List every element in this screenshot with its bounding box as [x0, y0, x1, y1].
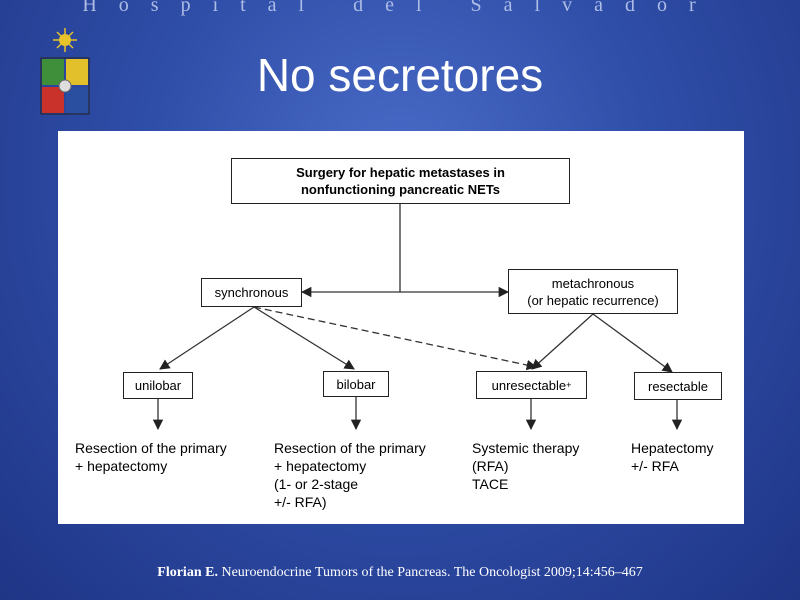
reference-text: Neuroendocrine Tumors of the Pancreas. T… [221, 565, 643, 580]
outcome-bilobar-line2: + hepatectomy [274, 458, 367, 474]
unresectable-node: unresectable+ [476, 371, 587, 399]
diagram-panel: Surgery for hepatic metastases in nonfun… [58, 131, 744, 524]
outcome-bilobar-line1: Resection of the primary [274, 440, 426, 456]
metachronous-node-line1: metachronous [551, 275, 635, 291]
hospital-header: Hospital del Salvador [82, 0, 718, 16]
diagram-connectors [152, 204, 683, 431]
root-node: Surgery for hepatic metastases in nonfun… [231, 158, 570, 204]
root-node-line2: nonfunctioning pancreatic NETs [300, 182, 501, 197]
unresectable-label: unresectable [491, 377, 567, 393]
sun-emblem [53, 28, 77, 52]
outcome-unilobar-line1: Resection of the primary [75, 440, 227, 456]
metachronous-node-line2: (or hepatic recurrence) [527, 292, 659, 308]
outcome-unilobar: Resection of the primary + hepatectomy [75, 439, 227, 475]
outcome-unresectable-line1: Systemic therapy [472, 440, 580, 456]
unresectable-footnote-mark: + [566, 379, 572, 390]
edge-synchronous-unresectable-dashed [253, 306, 538, 371]
outcome-resectable-line2: +/- RFA [631, 458, 679, 474]
bilobar-node: bilobar [323, 371, 389, 397]
outcome-resectable-line1: Hepatectomy [631, 440, 714, 456]
unilobar-node: unilobar [123, 372, 193, 399]
root-node-line1: Surgery for hepatic metastases in [296, 165, 505, 180]
edge-synchronous-unilobar [159, 306, 255, 370]
outcome-unresectable-line3: TACE [472, 476, 509, 492]
edge-metachronous-resectable [592, 313, 673, 373]
outcome-resectable: Hepatectomy +/- RFA [631, 439, 713, 475]
outcome-bilobar: Resection of the primary + hepatectomy (… [274, 439, 426, 511]
edge-synchronous-bilobar [253, 306, 355, 370]
edge-metachronous-unresectable [531, 313, 594, 370]
outcome-unresectable: Systemic therapy (RFA) TACE [472, 439, 579, 493]
reference-author: Florian E. [157, 565, 218, 580]
outcome-unilobar-line2: + hepatectomy [75, 458, 168, 474]
synchronous-node: synchronous [201, 278, 302, 307]
resectable-node: resectable [634, 372, 722, 400]
outcome-bilobar-line4: +/- RFA) [274, 494, 327, 510]
outcome-bilobar-line3: (1- or 2-stage [274, 476, 359, 492]
university-crest-logo [40, 28, 90, 115]
outcome-unresectable-line2: (RFA) [472, 458, 509, 474]
reference-citation: Florian E. Neuroendocrine Tumors of the … [0, 565, 800, 581]
slide-title: No secretores [256, 49, 544, 101]
metachronous-node: metachronous (or hepatic recurrence) [508, 269, 678, 314]
